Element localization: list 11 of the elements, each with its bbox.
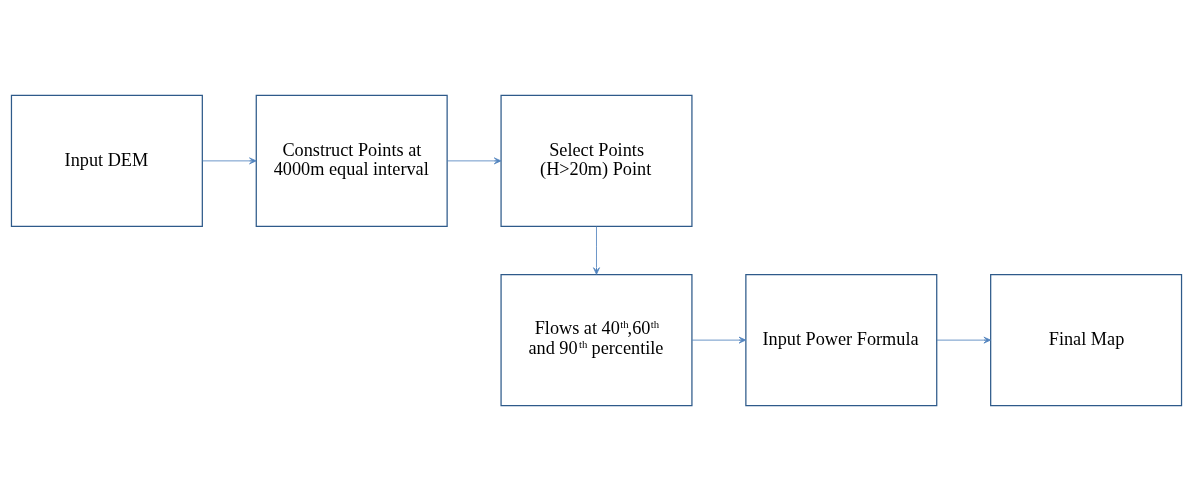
arrow [202, 156, 257, 164]
arrow [593, 225, 600, 275]
arrow [691, 336, 747, 344]
arrow [446, 156, 502, 164]
node-box: Flows at 40$^{th}$,60$^{th}$ and 90$^{th}$ percentile [500, 273, 693, 406]
node-box: Final Map [990, 273, 1183, 406]
arrow [936, 336, 991, 344]
node-box: Input DEM [10, 94, 203, 227]
node-box: Input Power Formula [745, 273, 938, 406]
node-box: Construct Points at 4000m equal interval [255, 94, 448, 227]
node-box: Select Points (H>20m) Point [500, 94, 693, 227]
